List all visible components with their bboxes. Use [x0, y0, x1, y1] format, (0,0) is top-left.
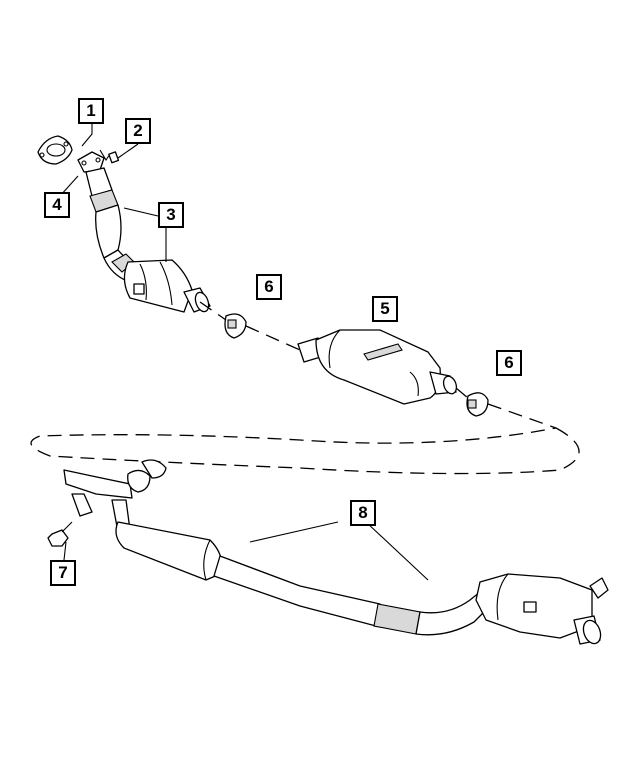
clamp-part-rear	[466, 392, 489, 417]
catalytic-converter-part	[77, 151, 211, 313]
clamp-part-front	[224, 313, 247, 339]
centerline-upper	[199, 301, 301, 351]
stud-nut-part	[99, 149, 120, 164]
callout-8: 8	[350, 500, 376, 526]
callout-6-rear: 6	[496, 350, 522, 376]
callout-5: 5	[372, 296, 398, 322]
callout-7: 7	[50, 560, 76, 586]
callout-2: 2	[125, 118, 151, 144]
resonator-part	[297, 329, 458, 405]
callout-6-front: 6	[256, 274, 282, 300]
gasket-part	[37, 135, 73, 165]
leader-lines	[59, 124, 429, 581]
callout-1: 1	[78, 98, 104, 124]
rear-exhaust-part	[63, 459, 609, 645]
centerline-rear	[455, 387, 557, 429]
callout-3: 3	[158, 202, 184, 228]
bolt-part	[47, 521, 73, 547]
callout-4: 4	[44, 192, 70, 218]
centerline-loop	[30, 427, 580, 475]
